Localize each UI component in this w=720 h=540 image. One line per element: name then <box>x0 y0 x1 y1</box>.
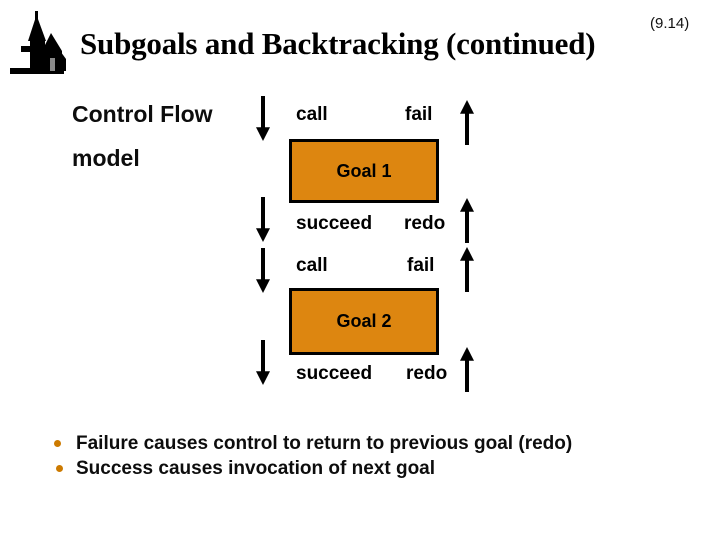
flow-label-redo-2: redo <box>406 363 448 384</box>
up-arrow-icon <box>460 347 474 392</box>
bullet-dot-icon <box>56 465 63 472</box>
bullet-dot-icon <box>54 440 61 447</box>
flow-label-redo-1: redo <box>404 213 446 234</box>
goal-2-box: Goal 2 <box>289 288 439 355</box>
down-arrow-icon <box>256 248 270 293</box>
up-arrow-icon <box>460 198 474 243</box>
flow-label-fail-1: fail <box>405 104 433 125</box>
up-arrow-icon <box>460 100 474 145</box>
goal-2-label: Goal 2 <box>336 311 392 331</box>
flow-label-call-2: call <box>296 255 328 276</box>
slide-number: (9.14) <box>650 15 690 32</box>
goal-1-box: Goal 1 <box>289 139 439 203</box>
down-arrow-icon <box>256 197 270 242</box>
down-arrow-icon <box>256 96 270 141</box>
church-logo-icon <box>10 11 66 74</box>
flow-label-call-1: call <box>296 104 328 125</box>
bullet-item-1: Failure causes control to return to prev… <box>76 433 573 454</box>
flow-label-succeed-2: succeed <box>296 363 373 384</box>
diagram-heading-line2: model <box>72 145 140 171</box>
flow-label-succeed-1: succeed <box>296 213 373 234</box>
flow-label-fail-2: fail <box>407 255 435 276</box>
slide-title: Subgoals and Backtracking (continued) <box>80 26 596 61</box>
diagram-heading-line1: Control Flow <box>72 101 213 127</box>
down-arrow-icon <box>256 340 270 385</box>
bullet-item-2: Success causes invocation of next goal <box>76 458 436 479</box>
goal-1-label: Goal 1 <box>336 160 392 181</box>
up-arrow-icon <box>460 247 474 292</box>
